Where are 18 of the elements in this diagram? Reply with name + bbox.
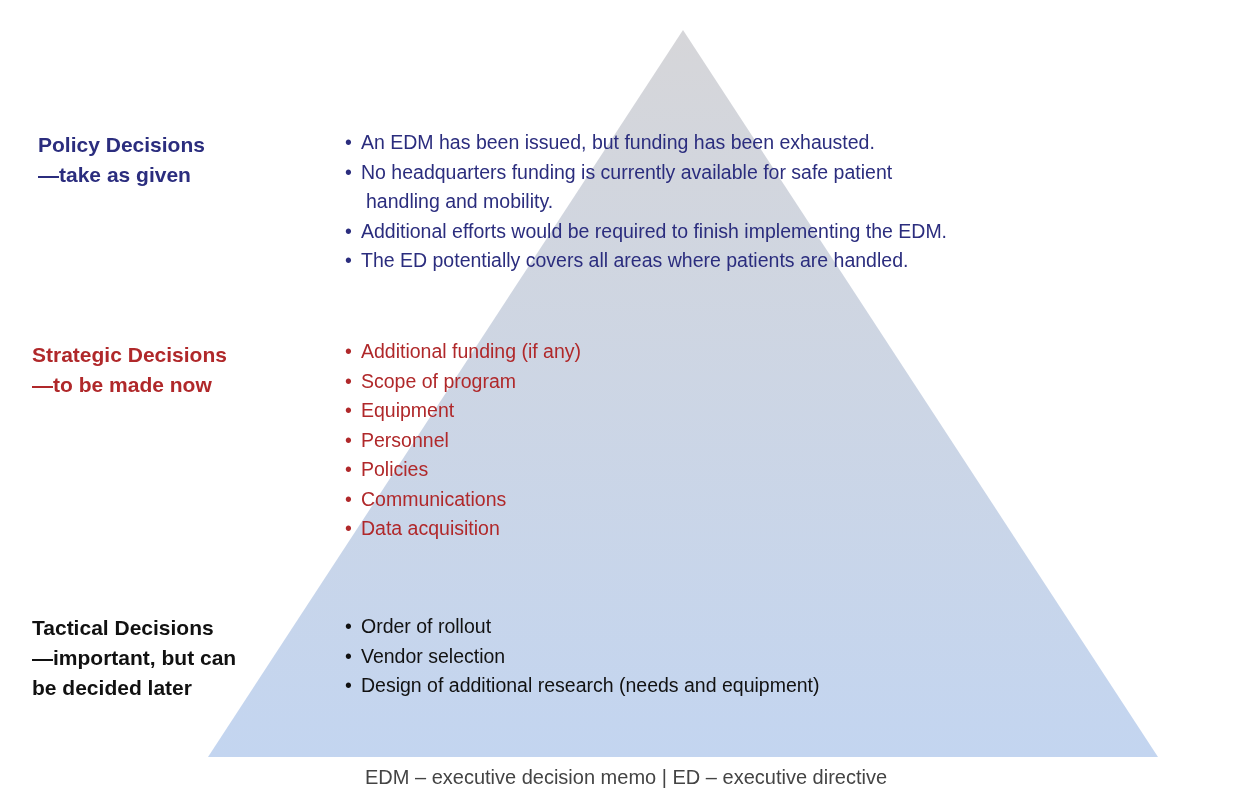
tier-heading: Tactical Decisions —important, but can be decided later: [32, 615, 238, 701]
caption: EDM – executive decision memo | ED – executive directive: [363, 766, 889, 789]
bullet-point: • Order of rollout: [345, 614, 493, 639]
bullet-point: • Additional efforts would be required to finish implementing the EDM.: [345, 218, 949, 244]
bullet-point: • Equipment: [345, 398, 456, 423]
tier-heading: Policy Decisions —take as given: [38, 132, 206, 188]
bullet-point: • Data acquisition: [345, 516, 501, 541]
bullet-point: • Scope of program: [345, 368, 517, 394]
bullet-point: • Additional funding (if any): [345, 339, 583, 364]
bullet-point: • Communications: [345, 486, 508, 512]
bullet-point: • Policies: [345, 457, 430, 482]
bullet-point: • An EDM has been issued, but funding has been exhausted.: [345, 130, 876, 155]
bullet-point: • Personnel: [345, 427, 450, 453]
bullet-point: • No headquarters funding is currently available for safe patient handling and mobility.: [345, 159, 894, 214]
tier-heading: Strategic Decisions —to be made now: [32, 342, 228, 398]
bullet-point: • The ED potentially covers all areas where patients are handled.: [345, 248, 910, 273]
bullet-point: • Vendor selection: [345, 643, 507, 669]
bullet-point: • Design of additional research (needs and equipment): [345, 673, 821, 698]
